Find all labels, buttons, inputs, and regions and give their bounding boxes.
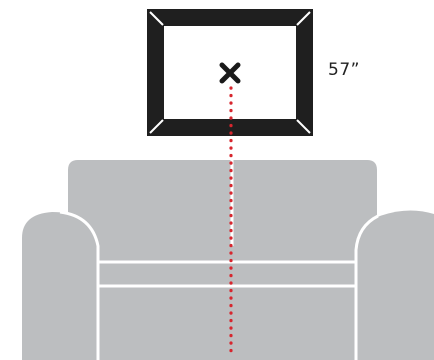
frame-bevel-bottom-left: [149, 119, 164, 134]
sofa: [22, 160, 434, 360]
left-arm-outline: [59, 210, 100, 360]
x-mark-icon: [219, 62, 241, 84]
sofa-right-arm: [356, 210, 434, 360]
frame-bevel-top-right: [296, 11, 311, 26]
sofa-left-arm: [22, 212, 98, 360]
height-label: 57”: [328, 60, 360, 80]
frame-bevel-top-left: [149, 11, 164, 26]
sofa-back: [68, 160, 377, 245]
right-arm-outline: [354, 214, 379, 360]
sofa-seat: [60, 238, 376, 360]
frame-bevel-bottom-right: [296, 119, 311, 134]
